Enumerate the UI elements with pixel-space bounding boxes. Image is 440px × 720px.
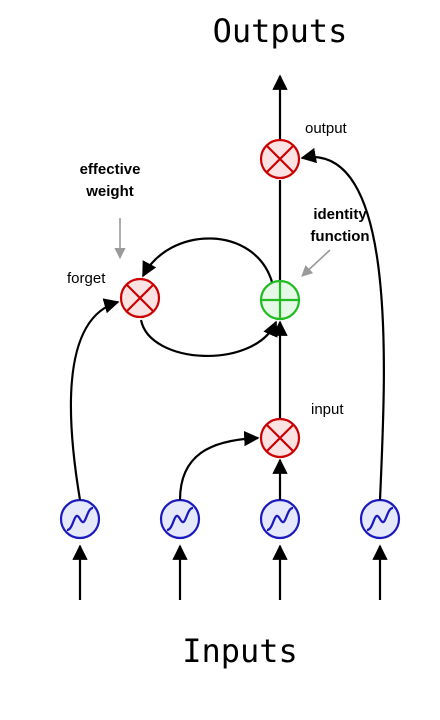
identity-function-label-line2: function [310,228,369,245]
output-gate-label: output [305,120,348,137]
loop-adder-to-forget-gate [142,237,274,283]
identity-function-label-line1: identity [313,206,367,223]
input-gate-label: input [311,401,344,418]
memory-cell-adder [259,279,301,321]
sigmoid-unit-forget [59,498,101,540]
output-gate-multiply [259,138,301,180]
sigmoid-unit-output-gate [359,498,401,540]
identity-function-pointer [301,249,331,277]
effective-weight-label-line2: weight [85,183,134,200]
wire-forget-sigmoid-to-forget-gate [69,298,120,501]
wire-input-sigmoid-to-input-gate [178,430,260,501]
sigmoid-unit-cell-input [259,498,301,540]
input-gate-multiply [259,417,301,459]
effective-weight-label-line1: effective [80,161,141,178]
inputs-title: Inputs [182,632,298,670]
wire-output-sigmoid-to-output-gate [300,147,385,501]
forget-gate-multiply [119,277,161,319]
outputs-title: Outputs [213,12,348,50]
loop-forget-gate-to-adder [139,319,278,357]
sigmoid-unit-input-gate [159,498,201,540]
forget-gate-label: forget [67,270,106,287]
